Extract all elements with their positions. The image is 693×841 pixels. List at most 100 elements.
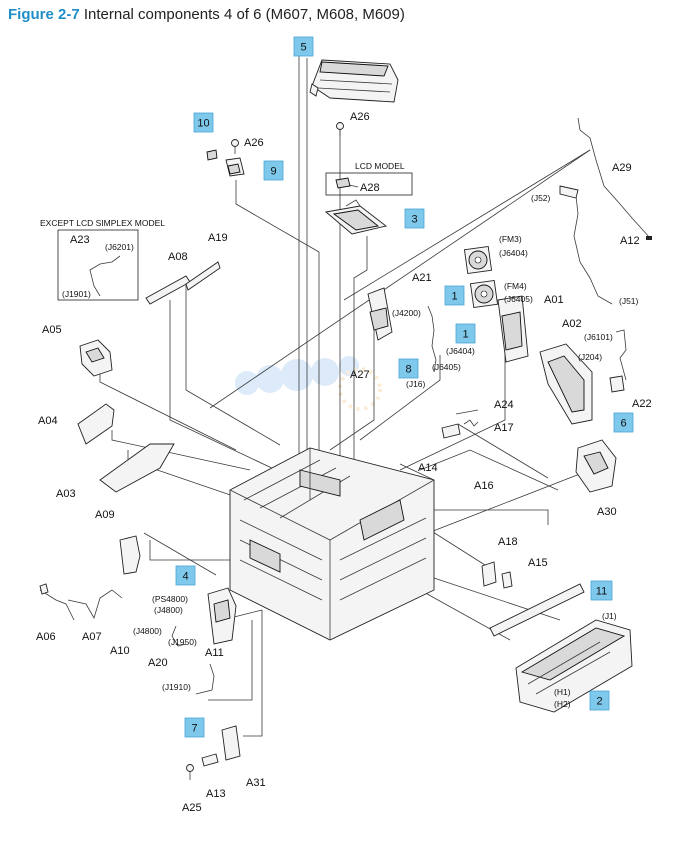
label-a12: A12 (620, 235, 640, 247)
conn-fm4: (FM4) (504, 281, 527, 291)
svg-text:1: 1 (462, 329, 468, 341)
label-a18: A18 (498, 536, 518, 548)
conn-j6404-lower: (J6404) (446, 346, 475, 356)
watermark (235, 356, 382, 411)
figure-title: Figure 2-7 Internal components 4 of 6 (M… (8, 6, 405, 23)
svg-text:9: 9 (270, 166, 276, 178)
label-a02: A02 (562, 318, 582, 330)
part-9-bracket (225, 157, 245, 177)
label-a16: A16 (474, 480, 494, 492)
label-a21: A21 (412, 272, 432, 284)
screw-a26-left (231, 139, 239, 154)
conn-j6404-upper: (J6404) (499, 248, 528, 258)
part-a30-bracket (575, 439, 617, 493)
label-a26-right: A26 (350, 111, 370, 123)
callout-2: 2 (589, 690, 610, 711)
part-a08-rail (145, 275, 191, 305)
label-a15: A15 (528, 557, 548, 569)
conn-j1950: (J1950) (168, 637, 197, 647)
figure-caption: Internal components 4 of 6 (M607, M608, … (83, 6, 405, 23)
lcd-model-box (325, 172, 413, 196)
conn-j4800-upper: (J4800) (154, 605, 183, 615)
label-a27: A27 (350, 369, 370, 381)
label-a23: A23 (70, 234, 90, 246)
label-a20: A20 (148, 657, 168, 669)
part-a03-guide (99, 443, 175, 493)
part-11-rail (489, 583, 585, 637)
label-a10: A10 (110, 645, 130, 657)
part-3-plate (324, 199, 388, 235)
label-a08: A08 (168, 251, 188, 263)
label-a14: A14 (418, 462, 438, 474)
part-a11-board (207, 587, 237, 645)
conn-j204: (J204) (578, 352, 602, 362)
figure-number: Figure 2-7 (8, 6, 80, 23)
part-a27-bracket (367, 287, 393, 341)
part-7-cable (195, 663, 215, 695)
cable-a06-a07 (39, 583, 123, 621)
part-a09-bracket (119, 535, 141, 575)
part-a17-spring (463, 419, 479, 427)
label-a17: A17 (494, 422, 514, 434)
main-chassis (229, 447, 435, 641)
part-labels: A26 A26 A28 A29 A12 A23 A19 A08 A21 A01 … (36, 111, 652, 814)
label-a13: A13 (206, 788, 226, 800)
label-a29: A29 (612, 162, 632, 174)
part-2-fuser (515, 619, 633, 713)
leader-lines (99, 56, 591, 737)
conn-j52: (J52) (531, 193, 551, 203)
part-a24-link (455, 409, 479, 415)
part-a19-rail (185, 261, 221, 291)
conn-h2: (H2) (554, 699, 571, 709)
conn-j1901: (J1901) (62, 289, 91, 299)
callout-3: 3 (404, 208, 425, 229)
part-a13-clip (201, 753, 219, 767)
note-lcd-model: LCD MODEL (355, 161, 405, 171)
part-a14-shaft (441, 423, 549, 479)
part-4-sensor-cable (171, 625, 187, 647)
label-a19: A19 (208, 232, 228, 244)
note-except-lcd: EXCEPT LCD SIMPLEX MODEL (40, 218, 165, 228)
cable-a12 (559, 185, 613, 305)
conn-j6405-upper: (J6405) (504, 294, 533, 304)
conn-j1: (J1) (602, 611, 617, 621)
label-a07: A07 (82, 631, 102, 643)
svg-text:7: 7 (191, 723, 197, 735)
label-a01: A01 (544, 294, 564, 306)
svg-text:1: 1 (451, 291, 457, 303)
conn-j16: (J16) (406, 379, 426, 389)
svg-text:11: 11 (596, 586, 607, 598)
cable-a29 (577, 117, 652, 240)
conn-ps4800: (PS4800) (152, 594, 188, 604)
part-a04-guide (77, 403, 115, 445)
screw-a26-right (336, 122, 344, 136)
cable-a22 (615, 329, 627, 381)
conn-j6101: (J6101) (584, 332, 613, 342)
callout-10: 10 (193, 112, 214, 133)
conn-j4200: (J4200) (392, 308, 421, 318)
label-a05: A05 (42, 324, 62, 336)
conn-j6405-lower: (J6405) (432, 362, 461, 372)
screw-a25 (186, 764, 194, 780)
callout-9: 9 (263, 160, 284, 181)
callout-1-lower: 1 (455, 323, 476, 344)
svg-text:10: 10 (197, 118, 209, 130)
part-a02-duct (539, 343, 593, 425)
callout-4: 4 (175, 565, 196, 586)
part-a15-lever (501, 571, 513, 589)
callout-5: 5 (293, 36, 314, 57)
part-a22-sensor (609, 375, 625, 393)
part-a31-bracket (221, 725, 241, 761)
conn-j6201: (J6201) (105, 242, 134, 252)
part-10-bracket (206, 149, 218, 161)
label-a04: A04 (38, 415, 58, 427)
label-a22: A22 (632, 398, 652, 410)
part-5-guide-assembly (309, 59, 399, 103)
svg-text:3: 3 (411, 214, 417, 226)
label-a06: A06 (36, 631, 56, 643)
svg-text:6: 6 (620, 418, 626, 430)
svg-text:8: 8 (405, 364, 411, 376)
conn-fm3: (FM3) (499, 234, 522, 244)
callout-1-upper: 1 (444, 285, 465, 306)
